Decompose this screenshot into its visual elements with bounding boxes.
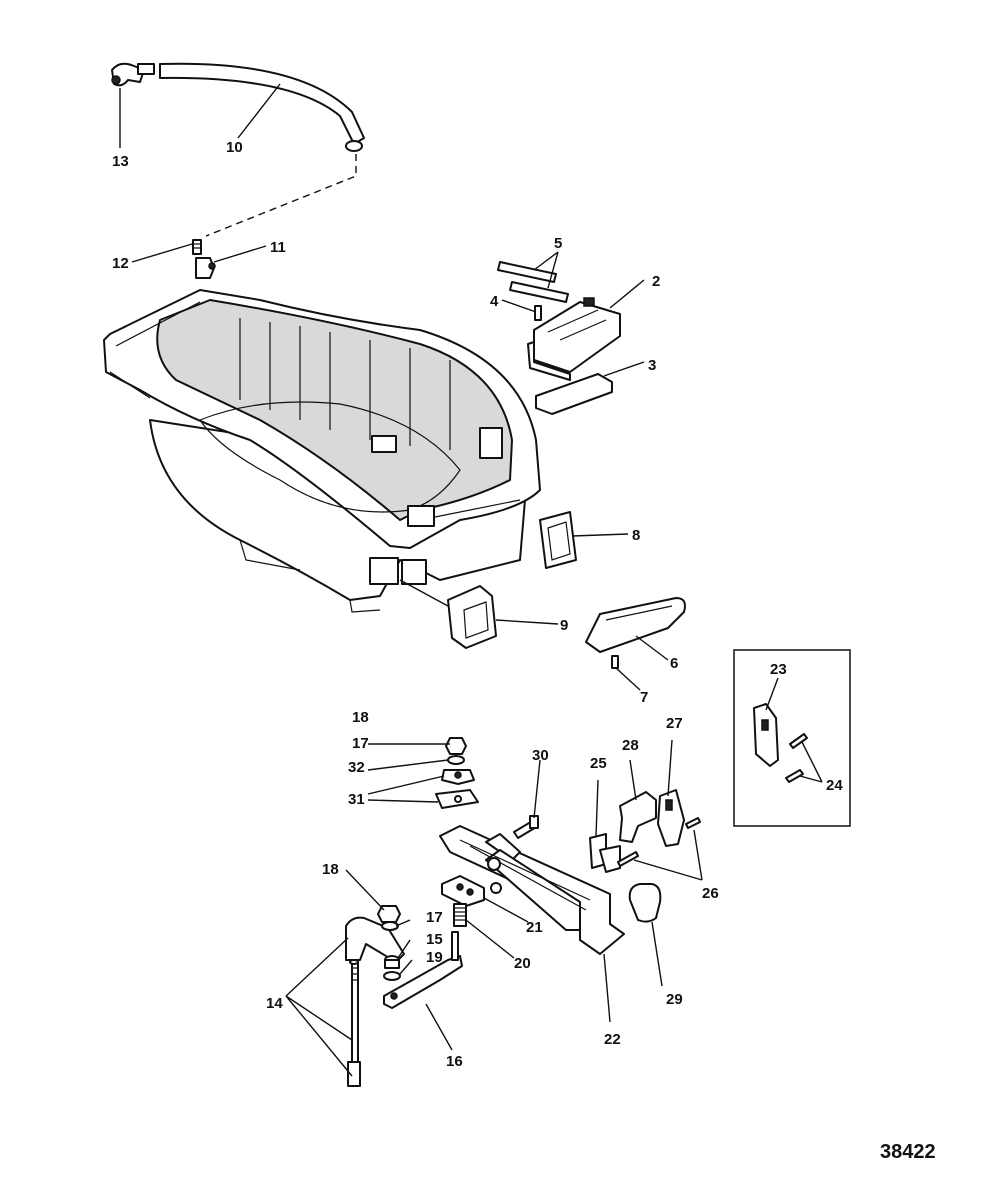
retainer-32-part xyxy=(441,769,475,785)
callout-25: 25 xyxy=(590,755,607,772)
callout-8: 8 xyxy=(632,527,640,544)
detail-inset-box xyxy=(733,649,851,827)
callout-27: 27 xyxy=(666,715,683,732)
callout-22: 22 xyxy=(604,1031,621,1048)
callout-9: 9 xyxy=(560,617,568,634)
callout-18-lower: 18 xyxy=(322,861,339,878)
fitting-13-part xyxy=(111,62,155,87)
callout-5: 5 xyxy=(554,235,562,252)
grommet-8-part xyxy=(539,511,577,569)
block-21-part xyxy=(441,875,485,907)
plate-31-part xyxy=(435,789,479,809)
grommet-9-guide-line xyxy=(399,579,449,607)
callout-24: 24 xyxy=(826,777,843,794)
screws-24-part xyxy=(785,733,808,783)
callout-6: 6 xyxy=(670,655,678,672)
callout-31: 31 xyxy=(348,791,365,808)
callout-10: 10 xyxy=(226,139,243,156)
callout-11: 11 xyxy=(270,239,286,256)
grommet-9-part xyxy=(447,585,497,649)
rod-14-part xyxy=(347,959,361,1087)
callout-7: 7 xyxy=(640,689,648,706)
callout-16: 16 xyxy=(446,1053,463,1070)
washer-19-part xyxy=(383,971,401,981)
pins-26-part xyxy=(617,817,701,867)
washer-17-upper-part xyxy=(447,755,465,765)
callout-20: 20 xyxy=(514,955,531,972)
callout-30: 30 xyxy=(532,747,549,764)
nut-18-upper-part xyxy=(445,737,467,755)
screw-4-part xyxy=(534,305,542,321)
screw-30-part xyxy=(513,815,539,839)
spacer-15-part xyxy=(384,955,400,969)
nut-18-lower-part xyxy=(377,905,401,923)
screw-7-part xyxy=(611,655,619,669)
callout-21: 21 xyxy=(526,919,543,936)
clip-25-part xyxy=(589,833,621,873)
rail-22-part xyxy=(439,825,625,955)
callout-3: 3 xyxy=(648,357,656,374)
spring-20-part xyxy=(453,903,467,927)
callout-18-upper: 18 xyxy=(352,709,369,726)
washer-17-lower-part xyxy=(381,921,399,931)
callout-28: 28 xyxy=(622,737,639,754)
bracket-23-part xyxy=(753,703,779,767)
stud-16-part xyxy=(451,931,459,961)
link-16-part xyxy=(383,955,463,1009)
figure-number: 38422 xyxy=(880,1141,936,1163)
callout-32: 32 xyxy=(348,759,365,776)
callout-19: 19 xyxy=(426,949,443,966)
callout-26: 26 xyxy=(702,885,719,902)
fitting-11-part xyxy=(195,257,216,279)
plate-3-part xyxy=(535,373,613,415)
knob-29-part xyxy=(628,883,662,923)
leader-lines xyxy=(119,83,823,1077)
callout-labels: 2 3 4 5 6 7 8 9 10 11 12 13 14 15 16 17 … xyxy=(112,139,843,1070)
callout-17-lower: 17 xyxy=(426,909,443,926)
lever-28-part xyxy=(619,791,657,843)
handle-6-part xyxy=(585,597,686,653)
bottom-cowl-part xyxy=(103,289,541,613)
hose-10-part xyxy=(159,62,365,152)
callout-23: 23 xyxy=(770,661,787,678)
callout-29: 29 xyxy=(666,991,683,1008)
cover-2-part xyxy=(527,297,621,381)
cam-14-part xyxy=(345,916,405,963)
callout-17-upper: 17 xyxy=(352,735,369,752)
hose-routing-line xyxy=(205,154,357,237)
callout-2: 2 xyxy=(652,273,660,290)
callout-4: 4 xyxy=(490,293,499,310)
lever-27-part xyxy=(657,789,685,847)
pins-5-part xyxy=(497,261,569,303)
callout-13: 13 xyxy=(112,153,129,170)
callout-12: 12 xyxy=(112,255,129,272)
screw-12-part xyxy=(192,239,202,255)
callout-14: 14 xyxy=(266,995,283,1012)
callout-15: 15 xyxy=(426,931,443,948)
